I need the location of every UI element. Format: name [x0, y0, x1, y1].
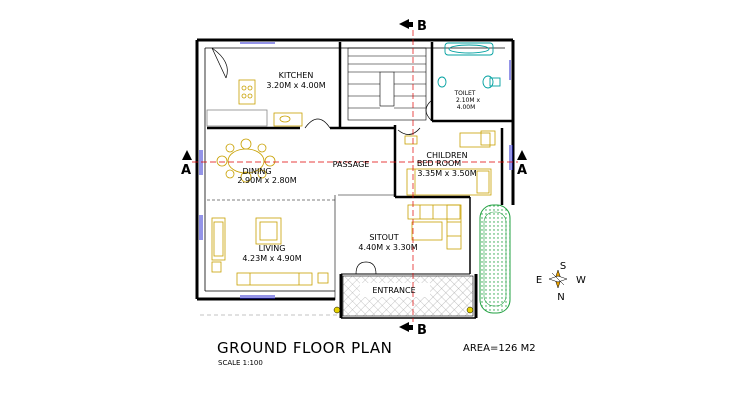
- kitchen-size: 3.20M x 4.00M: [266, 81, 325, 90]
- garden-strip: [479, 204, 511, 314]
- svg-text:A: A: [517, 163, 527, 178]
- plan-title: GROUND FLOOR PLAN: [217, 339, 393, 357]
- exterior-walls: [195, 38, 515, 319]
- compass-south: S: [560, 261, 566, 272]
- toilet-name: TOILET: [454, 90, 476, 97]
- section-marker-b-top: B: [399, 19, 427, 34]
- passage-name: PASSAGE: [333, 160, 370, 169]
- entrance-name: ENTRANCE: [372, 286, 415, 295]
- compass-north: N: [557, 292, 564, 303]
- living-furniture: [211, 217, 329, 286]
- compass-west: W: [576, 275, 586, 286]
- dining-size: 2.90M x 2.80M: [237, 176, 296, 185]
- children-name-1: CHILDREN: [426, 151, 467, 160]
- toilet-size-1: 2.10M x: [456, 97, 480, 104]
- door-swings: [211, 47, 433, 275]
- compass-icon: S E W N: [536, 261, 586, 303]
- children-name-2: BED ROOM: [417, 159, 461, 168]
- svg-text:B: B: [417, 19, 427, 34]
- living-size: 4.23M x 4.90M: [242, 254, 301, 263]
- section-marker-b-bottom: B: [399, 322, 427, 338]
- plan-area: AREA=126 M2: [463, 343, 536, 354]
- sitout-size: 4.40M x 3.30M: [358, 243, 417, 252]
- kitchen-counter: [206, 79, 303, 127]
- toilet-size-2: 4.00M: [457, 104, 476, 111]
- dining-table: [216, 138, 276, 183]
- children-size: 3.35M x 3.50M: [417, 169, 476, 178]
- staircase: [347, 47, 427, 121]
- bedroom-furniture: [404, 130, 496, 196]
- interior-walls: [207, 42, 513, 300]
- kitchen-name: KITCHEN: [279, 71, 314, 80]
- svg-text:B: B: [417, 323, 427, 338]
- entrance-paving: [333, 275, 474, 317]
- compass-east: E: [536, 275, 542, 286]
- section-marker-a-right: A: [517, 150, 527, 178]
- toilet-fixtures: [437, 42, 501, 89]
- plan-scale: SCALE 1:100: [218, 359, 263, 367]
- section-marker-a-left: A: [181, 150, 192, 178]
- living-name: LIVING: [259, 244, 286, 253]
- sitout-name: SITOUT: [369, 233, 398, 242]
- svg-text:A: A: [181, 163, 191, 178]
- section-lines: [192, 30, 518, 322]
- dining-name: DINING: [242, 167, 271, 176]
- sitout-furniture: [407, 204, 462, 250]
